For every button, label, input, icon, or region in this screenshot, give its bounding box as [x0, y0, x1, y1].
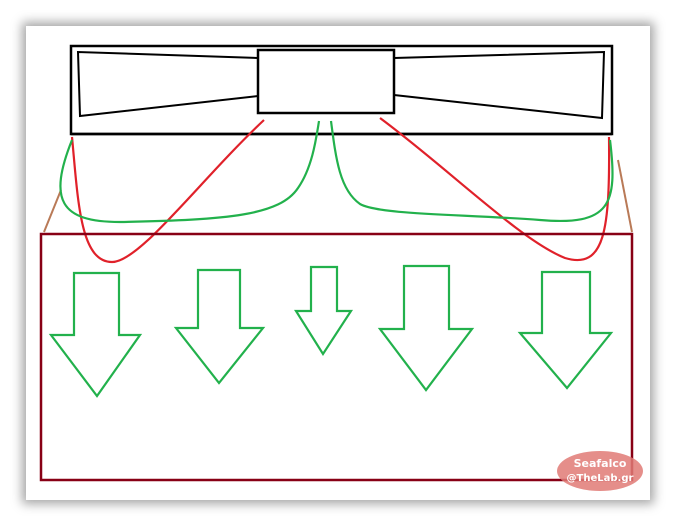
down-arrow-3	[294, 265, 354, 357]
green-airflow-curve-right	[329, 120, 614, 222]
watermark: Seafalco @TheLab.gr	[557, 451, 643, 491]
fan-motor-box	[256, 48, 396, 115]
red-airflow-curve-left	[70, 119, 265, 264]
fan-blade-left	[76, 50, 259, 118]
watermark-line-1: Seafalco	[574, 457, 627, 470]
fan-blade-right	[393, 50, 606, 120]
connector-line-left	[43, 189, 62, 233]
fan-unit	[69, 44, 614, 136]
down-arrow-1	[48, 271, 143, 398]
room-outline	[39, 232, 634, 482]
watermark-ellipse	[557, 451, 643, 491]
connector-line-right	[617, 159, 633, 233]
down-arrow-5	[517, 270, 614, 390]
down-arrow-2	[173, 268, 266, 385]
green-airflow-curve-left	[59, 120, 321, 224]
down-arrow-4	[377, 264, 475, 392]
down-arrows	[48, 264, 614, 398]
watermark-line-2: @TheLab.gr	[567, 473, 634, 484]
red-airflow-curve-right	[379, 117, 611, 262]
